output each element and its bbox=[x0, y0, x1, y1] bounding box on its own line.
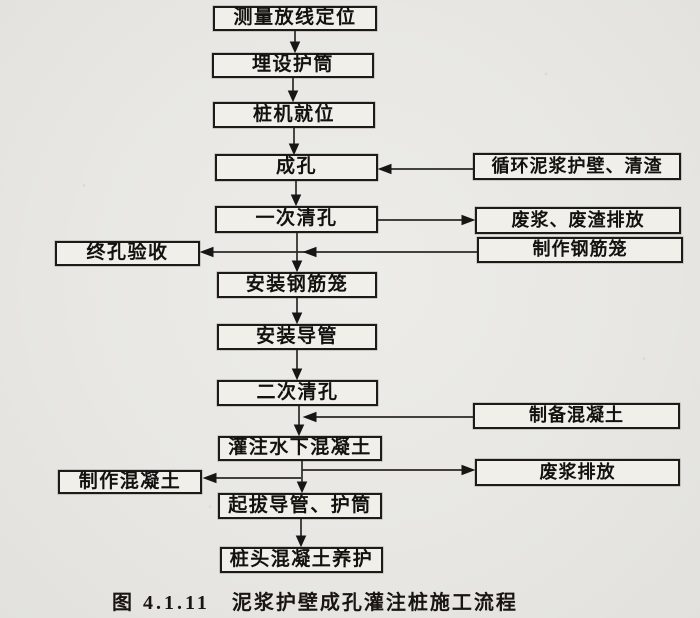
node-install-tremie-pipe: 安装导管 bbox=[217, 324, 377, 350]
figure-title: 泥浆护壁成孔灌注桩施工流程 bbox=[231, 592, 518, 614]
node-label: 二次清孔 bbox=[256, 381, 339, 403]
connector-tremie-clean2 bbox=[291, 350, 303, 381]
connector-pour-pull bbox=[296, 461, 308, 494]
node-label: 制作混凝土 bbox=[78, 470, 182, 492]
node-prepare-concrete: 制备混凝土 bbox=[473, 403, 680, 429]
node-drill-hole: 成孔 bbox=[215, 154, 378, 181]
node-make-concrete: 制作混凝土 bbox=[58, 470, 202, 494]
node-label: 灌注水下混凝土 bbox=[228, 437, 372, 458]
node-first-hole-cleaning: 一次清孔 bbox=[215, 206, 378, 233]
node-label: 一次清孔 bbox=[255, 208, 338, 229]
figure-caption: 图 4.1.11 泥浆护壁成孔灌注桩施工流程 bbox=[112, 586, 518, 615]
connector-clean2-pour bbox=[293, 406, 305, 437]
node-embed-casing: 埋设护筒 bbox=[212, 53, 374, 78]
connector-pour-make-concrete bbox=[202, 472, 301, 484]
node-label: 桩头混凝土养护 bbox=[229, 548, 374, 570]
node-pile-rig-in-position: 桩机就位 bbox=[213, 102, 375, 128]
connector-clean1-waste-discharge bbox=[378, 214, 476, 226]
connector-mud-circ-drill bbox=[377, 163, 473, 175]
node-label: 循环泥浆护壁、清渣 bbox=[491, 155, 663, 176]
node-label: 起拔导管、护筒 bbox=[228, 494, 372, 516]
connector-pull-cure bbox=[295, 519, 307, 548]
node-make-rebar-cage: 制作钢筋笼 bbox=[477, 237, 683, 263]
node-label: 安装钢筋笼 bbox=[245, 273, 349, 295]
connector-cage-install-tremie bbox=[291, 298, 303, 325]
node-survey-layout-positioning: 测量放线定位 bbox=[213, 6, 377, 31]
node-label: 桩机就位 bbox=[252, 103, 335, 125]
connector-clean1-cage-install bbox=[291, 233, 303, 273]
node-final-hole-acceptance: 终孔验收 bbox=[55, 241, 200, 266]
node-pull-pipe-and-casing: 起拔导管、护筒 bbox=[218, 493, 382, 519]
connector-prep-concrete-pour bbox=[302, 411, 473, 423]
node-second-hole-cleaning: 二次清孔 bbox=[217, 380, 378, 406]
node-label: 制备混凝土 bbox=[529, 405, 624, 425]
node-install-rebar-cage: 安装钢筋笼 bbox=[217, 272, 377, 298]
node-label: 制作钢筋笼 bbox=[532, 239, 628, 259]
node-label: 成孔 bbox=[275, 156, 317, 177]
node-label: 安装导管 bbox=[255, 325, 338, 347]
connector-survey-casing bbox=[289, 30, 301, 54]
node-label: 埋设护筒 bbox=[251, 54, 334, 75]
node-waste-mud-slag-discharge: 废浆、废渣排放 bbox=[475, 207, 681, 234]
node-label: 终孔验收 bbox=[86, 242, 169, 263]
connector-casing-rig bbox=[287, 78, 299, 103]
node-label: 废浆排放 bbox=[539, 461, 616, 482]
node-label: 废浆、废渣排放 bbox=[511, 209, 645, 230]
node-label: 测量放线定位 bbox=[233, 7, 357, 28]
figure-number: 图 4.1.11 bbox=[112, 592, 210, 614]
connector-drill-clean1 bbox=[290, 181, 302, 207]
node-waste-mud-discharge: 废浆排放 bbox=[475, 459, 680, 486]
connector-make-cage-final-check bbox=[199, 246, 477, 258]
node-circulating-mud-wall-protection: 循环泥浆护壁、清渣 bbox=[473, 153, 681, 180]
connector-rig-drill bbox=[288, 128, 300, 156]
connector-pour-waste-mud bbox=[302, 464, 476, 476]
node-pile-head-concrete-curing: 桩头混凝土养护 bbox=[220, 547, 383, 573]
node-pour-underwater-concrete: 灌注水下混凝土 bbox=[218, 436, 382, 461]
